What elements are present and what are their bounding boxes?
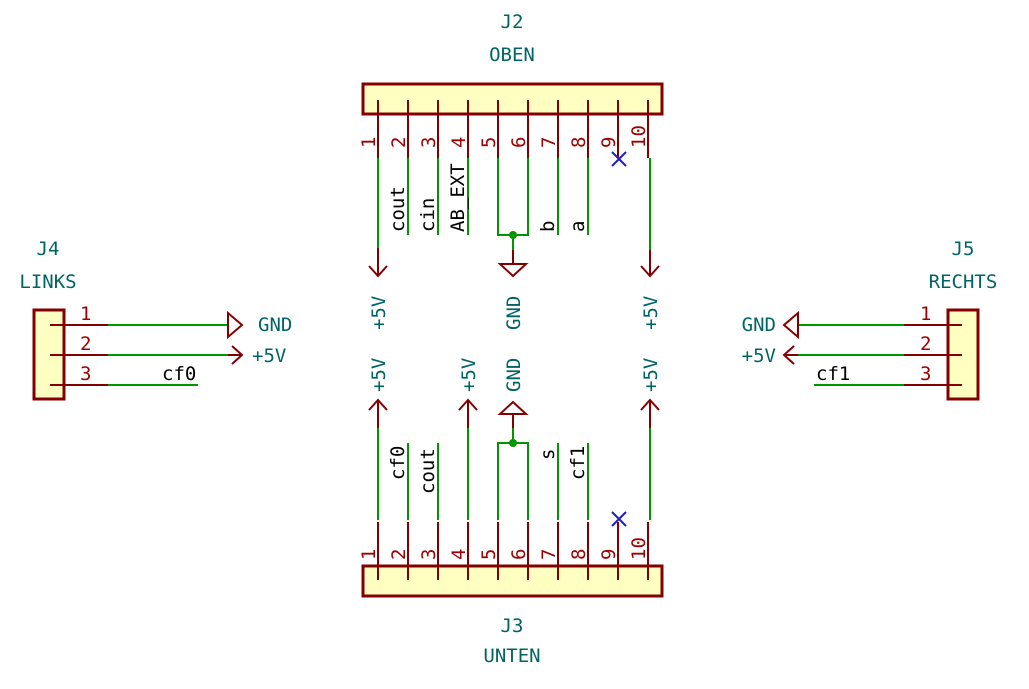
j3-body bbox=[361, 564, 664, 598]
pin-number: 1 bbox=[80, 303, 91, 325]
pin-number: 1 bbox=[358, 549, 380, 560]
pin-number: 8 bbox=[568, 549, 590, 560]
svg-text:GND: GND bbox=[503, 296, 525, 330]
j5-reference: J5 bbox=[952, 238, 975, 260]
net-label: cf0 bbox=[387, 446, 409, 480]
j2-wires bbox=[377, 158, 651, 250]
pin-number: 1 bbox=[358, 137, 380, 148]
net-label: cout bbox=[417, 448, 439, 494]
power-symbol-gnd: GND bbox=[497, 358, 529, 428]
connector-j5[interactable]: J5 RECHTS 1 2 3 bbox=[904, 238, 998, 401]
power-symbol-5v: +5V bbox=[368, 358, 390, 428]
no-connect-icon bbox=[611, 151, 627, 167]
j3-reference: J3 bbox=[501, 615, 524, 637]
pin-number: 4 bbox=[448, 549, 470, 560]
net-label: cf0 bbox=[162, 363, 196, 385]
net-label: cf1 bbox=[816, 363, 850, 385]
net-label: cin bbox=[417, 198, 439, 232]
net-label: a bbox=[567, 221, 589, 232]
j2-value: OBEN bbox=[489, 44, 535, 66]
junction-dot bbox=[509, 231, 517, 239]
pin-number: 5 bbox=[478, 549, 500, 560]
pin-number: 2 bbox=[388, 137, 410, 148]
svg-text:GND: GND bbox=[503, 358, 525, 392]
j3-value: UNTEN bbox=[483, 645, 540, 667]
power-symbol-5v: +5V bbox=[458, 358, 480, 428]
pin-number: 7 bbox=[538, 549, 560, 560]
svg-text:+5V: +5V bbox=[368, 296, 390, 330]
pin-number: 7 bbox=[538, 137, 560, 148]
pin-number: 2 bbox=[80, 333, 91, 355]
no-connect-icon bbox=[611, 511, 627, 527]
pin-number: 6 bbox=[508, 137, 530, 148]
power-symbol-5v: +5V bbox=[640, 250, 662, 330]
net-label: s bbox=[537, 449, 559, 460]
power-symbol-5v: +5V bbox=[228, 345, 286, 367]
pin-number: 1 bbox=[920, 303, 931, 325]
pin-number: 4 bbox=[448, 137, 470, 148]
j4-value: LINKS bbox=[19, 271, 76, 293]
pin-number: 6 bbox=[508, 549, 530, 560]
svg-text:GND: GND bbox=[258, 314, 292, 336]
net-label: cout bbox=[387, 186, 409, 232]
svg-text:+5V: +5V bbox=[640, 296, 662, 330]
net-label: AB_EXT bbox=[447, 163, 469, 232]
pin-number: 3 bbox=[80, 363, 91, 385]
pin-number: 9 bbox=[598, 137, 620, 148]
net-label: cf1 bbox=[567, 446, 589, 480]
pin-number: 5 bbox=[478, 137, 500, 148]
pin-number: 10 bbox=[628, 537, 650, 560]
power-symbol-5v: +5V bbox=[742, 345, 798, 367]
power-symbol-5v: +5V bbox=[368, 248, 390, 330]
j5-value: RECHTS bbox=[929, 271, 998, 293]
svg-text:+5V: +5V bbox=[252, 345, 286, 367]
power-symbol-gnd: GND bbox=[497, 250, 529, 330]
pin-number: 3 bbox=[418, 137, 440, 148]
junction-dot bbox=[509, 439, 517, 447]
pin-number: 2 bbox=[388, 549, 410, 560]
pin-number: 3 bbox=[920, 363, 931, 385]
svg-text:+5V: +5V bbox=[368, 358, 390, 392]
pin-number: 10 bbox=[628, 125, 650, 148]
svg-text:+5V: +5V bbox=[640, 358, 662, 392]
pin-number: 8 bbox=[568, 137, 590, 148]
j3-wires bbox=[377, 404, 651, 520]
j2-reference: J2 bbox=[501, 11, 524, 33]
power-symbol-gnd: GND bbox=[227, 310, 292, 340]
j5-wires bbox=[798, 324, 904, 386]
j4-reference: J4 bbox=[37, 238, 60, 260]
svg-text:+5V: +5V bbox=[458, 358, 480, 392]
pin-number: 9 bbox=[598, 549, 620, 560]
connector-j4[interactable]: J4 LINKS 1 2 3 bbox=[19, 238, 108, 401]
net-label: b bbox=[537, 221, 559, 232]
j2-body bbox=[361, 82, 664, 116]
power-symbol-gnd: GND bbox=[742, 310, 799, 340]
svg-text:+5V: +5V bbox=[742, 345, 776, 367]
pin-number: 3 bbox=[418, 549, 440, 560]
j4-wires bbox=[108, 324, 228, 386]
svg-text:GND: GND bbox=[742, 314, 776, 336]
power-symbol-5v: +5V bbox=[640, 358, 662, 428]
pin-number: 2 bbox=[920, 333, 931, 355]
